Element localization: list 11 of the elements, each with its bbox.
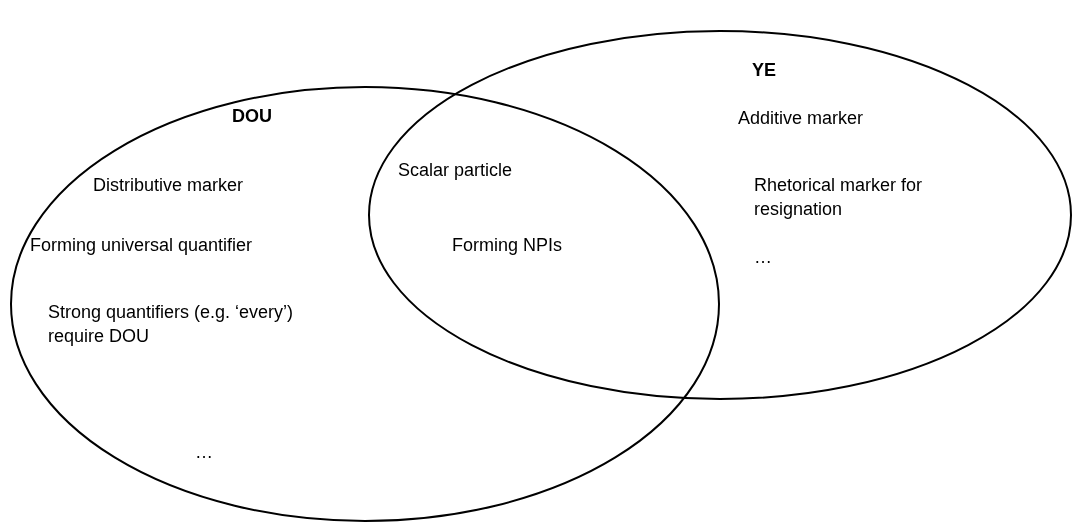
- property-text: …: [195, 441, 214, 464]
- property-text: Distributive marker: [93, 174, 245, 197]
- overlap-text: Forming NPIs: [452, 234, 564, 257]
- property-text: Forming universal quantifier: [30, 234, 254, 257]
- set-title: YE: [752, 59, 777, 82]
- property-text: …: [754, 246, 773, 269]
- property-text: Rhetorical marker for resignation: [754, 174, 924, 221]
- overlap-text: Scalar particle: [398, 159, 514, 182]
- property-text: Additive marker: [738, 107, 865, 130]
- property-text: Strong quantifiers (e.g. ‘every’) require DOU: [48, 301, 295, 348]
- set-title: DOU: [232, 105, 273, 128]
